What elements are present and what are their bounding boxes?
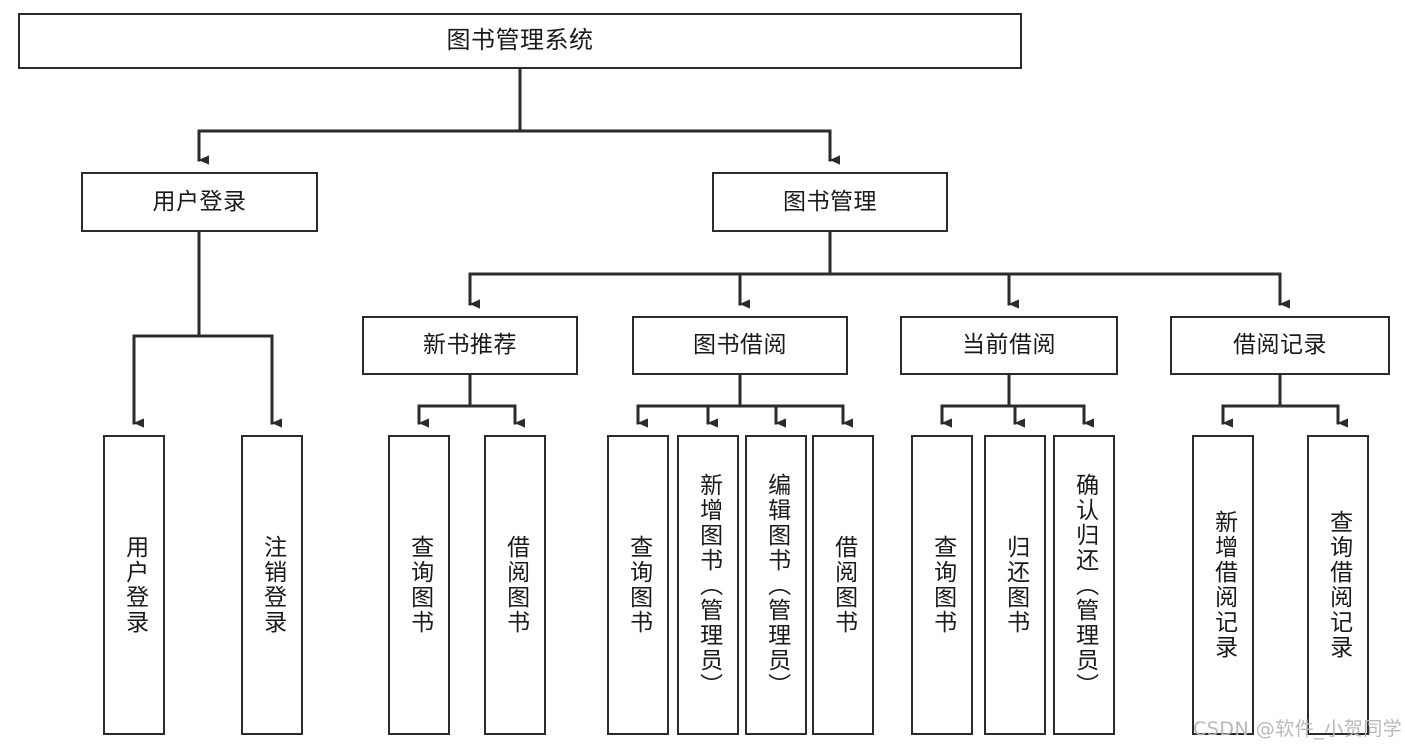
node-user-login-label: 用户登录 — [152, 188, 247, 215]
node-leaf-bb-borrow-label: 借阅图书 — [830, 535, 857, 635]
node-leaf-cb-confirm[interactable]: 确认归还（管理员） — [1053, 435, 1115, 735]
node-leaf-user-logout[interactable]: 注销登录 — [241, 435, 303, 735]
node-leaf-user-logout-label: 注销登录 — [259, 535, 286, 635]
node-leaf-bb-edit-label: 编辑图书（管理员） — [763, 472, 790, 698]
node-book-manage-label: 图书管理 — [783, 188, 877, 215]
node-user-login[interactable]: 用户登录 — [81, 172, 318, 232]
node-leaf-cb-query-label: 查询图书 — [929, 535, 956, 635]
csdn-watermark: CSDN @软件_小贺同学 — [1193, 718, 1403, 740]
node-current-borrow-label: 当前借阅 — [962, 332, 1056, 359]
node-leaf-bb-query-label: 查询图书 — [625, 535, 652, 635]
node-leaf-bb-add-label: 新增图书（管理员） — [695, 472, 722, 698]
node-root[interactable]: 图书管理系统 — [18, 13, 1022, 69]
node-leaf-bb-add[interactable]: 新增图书（管理员） — [677, 435, 739, 735]
node-leaf-cb-return[interactable]: 归还图书 — [984, 435, 1046, 735]
node-leaf-cb-return-label: 归还图书 — [1002, 535, 1029, 635]
node-borrow-record-label: 借阅记录 — [1233, 332, 1327, 359]
node-leaf-bb-query[interactable]: 查询图书 — [607, 435, 669, 735]
node-current-borrow[interactable]: 当前借阅 — [900, 316, 1118, 375]
node-leaf-br-query[interactable]: 查询借阅记录 — [1307, 435, 1369, 735]
node-book-borrow[interactable]: 图书借阅 — [632, 316, 848, 375]
node-leaf-br-query-label: 查询借阅记录 — [1325, 510, 1352, 660]
node-root-label: 图书管理系统 — [446, 26, 594, 55]
node-borrow-record[interactable]: 借阅记录 — [1170, 316, 1390, 375]
node-leaf-bb-edit[interactable]: 编辑图书（管理员） — [745, 435, 807, 735]
node-leaf-rec-query[interactable]: 查询图书 — [388, 435, 450, 735]
node-leaf-rec-borrow-label: 借阅图书 — [502, 535, 529, 635]
node-leaf-br-add[interactable]: 新增借阅记录 — [1192, 435, 1254, 735]
node-leaf-cb-confirm-label: 确认归还（管理员） — [1071, 472, 1098, 698]
node-new-book-rec-label: 新书推荐 — [423, 332, 517, 359]
node-leaf-user-login[interactable]: 用户登录 — [103, 435, 165, 735]
node-leaf-rec-query-label: 查询图书 — [406, 535, 433, 635]
node-book-borrow-label: 图书借阅 — [693, 332, 787, 359]
node-leaf-br-add-label: 新增借阅记录 — [1210, 510, 1237, 660]
node-leaf-rec-borrow[interactable]: 借阅图书 — [484, 435, 546, 735]
node-book-manage[interactable]: 图书管理 — [712, 172, 948, 232]
node-new-book-rec[interactable]: 新书推荐 — [362, 316, 578, 375]
node-leaf-user-login-label: 用户登录 — [121, 535, 148, 635]
node-leaf-bb-borrow[interactable]: 借阅图书 — [812, 435, 874, 735]
node-leaf-cb-query[interactable]: 查询图书 — [911, 435, 973, 735]
